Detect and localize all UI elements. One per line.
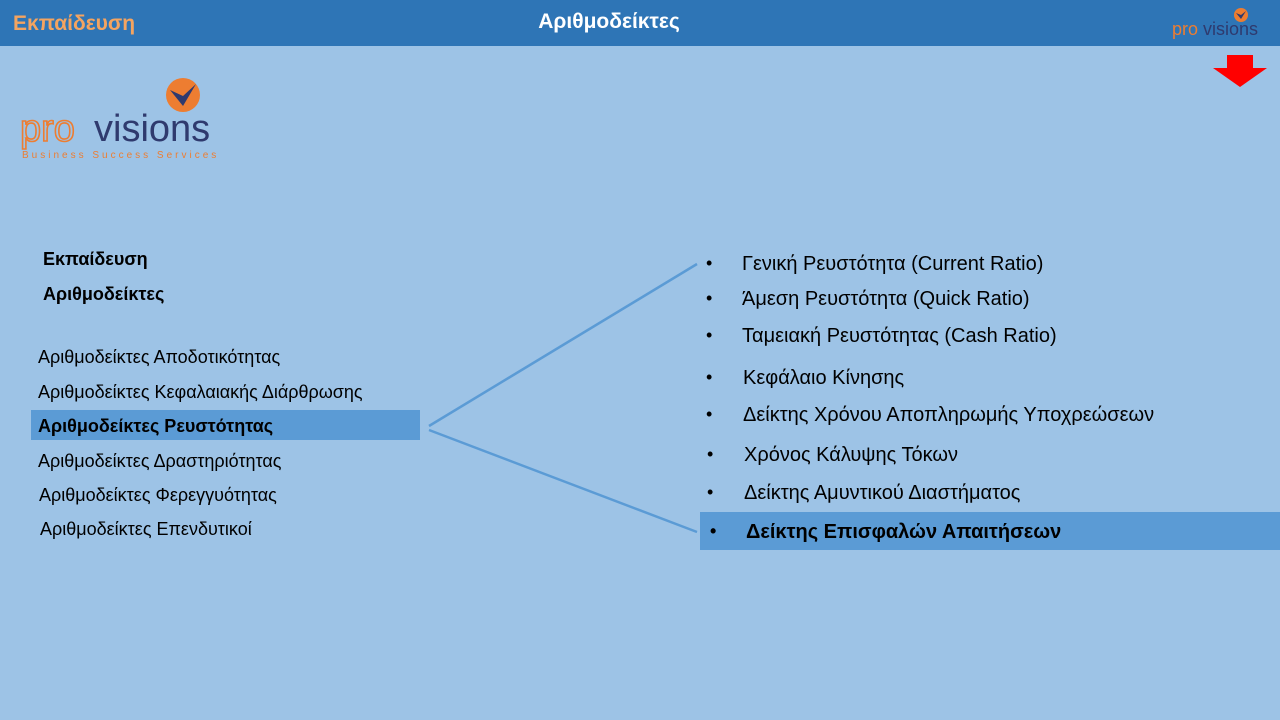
ratio-label-quick: Άμεση Ρευστότητα (Quick Ratio) bbox=[742, 288, 1030, 310]
top-bar: Εκπαίδευση Αριθμοδείκτες pro visions bbox=[0, 0, 1280, 46]
menu-item-profitability[interactable]: Αριθμοδείκτες Αποδοτικότητας bbox=[38, 347, 281, 367]
bullet-icon: • bbox=[706, 325, 713, 345]
list-item[interactable]: • Χρόνος Κάλυψης Τόκων bbox=[707, 444, 1267, 470]
svg-text:Business Success Services: Business Success Services bbox=[22, 150, 219, 161]
bullet-icon: • bbox=[706, 404, 713, 424]
breadcrumb-ratios[interactable]: Αριθμοδείκτες bbox=[43, 284, 165, 304]
ratio-label-cash: Ταμειακή Ρευστότητας (Cash Ratio) bbox=[742, 325, 1057, 347]
page-title: Αριθμοδείκτες bbox=[538, 10, 680, 33]
section-label[interactable]: Εκπαίδευση bbox=[13, 12, 136, 35]
svg-text:visions: visions bbox=[1203, 19, 1258, 39]
menu-item-capital-structure[interactable]: Αριθμοδείκτες Κεφαλαιακής Διάρθρωσης bbox=[38, 382, 363, 402]
list-item[interactable]: • Κεφάλαιο Κίνησης bbox=[706, 367, 1266, 393]
svg-text:pro: pro bbox=[1172, 19, 1198, 39]
ratio-label-interest-coverage: Χρόνος Κάλυψης Τόκων bbox=[744, 444, 959, 466]
ratio-label-working-capital: Κεφάλαιο Κίνησης bbox=[743, 367, 905, 389]
menu-item-activity[interactable]: Αριθμοδείκτες Δραστηριότητας bbox=[38, 451, 282, 471]
svg-text:visions: visions bbox=[94, 108, 210, 150]
header-logo: pro visions bbox=[1172, 8, 1258, 39]
ratio-label-payables-period: Δείκτης Χρόνου Αποπληρωμής Υποχρεώσεων bbox=[743, 404, 1155, 426]
breadcrumb-training[interactable]: Εκπαίδευση bbox=[43, 249, 148, 269]
bullet-icon: • bbox=[706, 253, 713, 273]
list-item-selected[interactable]: • Δείκτης Επισφαλών Απαιτήσεων bbox=[700, 512, 1280, 550]
list-item[interactable]: • Γενική Ρευστότητα (Current Ratio) bbox=[706, 253, 1266, 279]
menu-item-investment[interactable]: Αριθμοδείκτες Επενδυτικοί bbox=[40, 519, 252, 539]
bullet-icon: • bbox=[706, 367, 713, 387]
svg-text:pro: pro bbox=[20, 108, 75, 150]
provisions-logo: pro visions Business Success Services bbox=[19, 78, 219, 161]
ratio-label-current: Γενική Ρευστότητα (Current Ratio) bbox=[742, 253, 1044, 275]
down-arrow-icon[interactable] bbox=[1213, 55, 1267, 87]
menu-item-solvency[interactable]: Αριθμοδείκτες Φερεγγυότητας bbox=[39, 485, 277, 505]
bullet-icon: • bbox=[710, 521, 717, 541]
menu-item-liquidity[interactable]: Αριθμοδείκτες Ρευστότητας bbox=[31, 410, 420, 440]
bullet-icon: • bbox=[707, 482, 714, 502]
list-item[interactable]: • Δείκτης Αμυντικού Διαστήματος bbox=[707, 482, 1267, 508]
ratio-label-doubtful-receivables: Δείκτης Επισφαλών Απαιτήσεων bbox=[746, 521, 1062, 543]
ratio-label-defensive-interval: Δείκτης Αμυντικού Διαστήματος bbox=[744, 482, 1021, 504]
list-item[interactable]: • Ταμειακή Ρευστότητας (Cash Ratio) bbox=[706, 325, 1266, 351]
list-item[interactable]: • Άμεση Ρευστότητα (Quick Ratio) bbox=[706, 288, 1266, 314]
bullet-icon: • bbox=[707, 444, 714, 464]
list-item[interactable]: • Δείκτης Χρόνου Αποπληρωμής Υποχρεώσεων bbox=[706, 404, 1266, 430]
bullet-icon: • bbox=[706, 288, 713, 308]
